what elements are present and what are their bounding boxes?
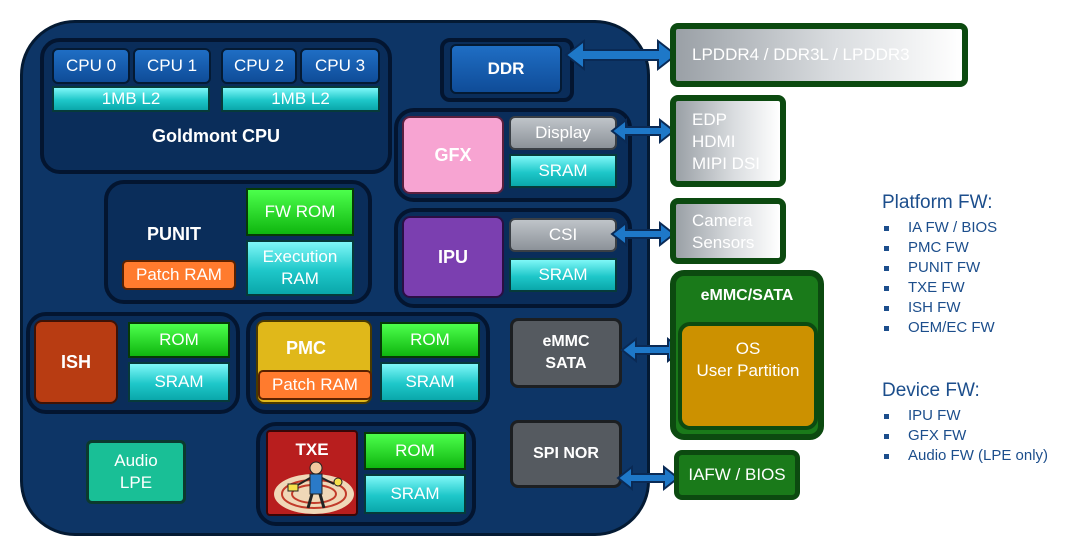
external-camera: Camera Sensors bbox=[670, 198, 786, 264]
display-edp: EDP bbox=[692, 110, 727, 129]
ddr-controller: DDR bbox=[450, 44, 562, 94]
list-item: Audio FW (LPE only) bbox=[882, 446, 1068, 466]
txe-logo-icon bbox=[274, 461, 354, 514]
pmc-label: PMC bbox=[286, 338, 326, 358]
l2-cache-0: 1MB L2 bbox=[52, 86, 210, 112]
pmc-sram: SRAM bbox=[380, 362, 480, 402]
cpu-2: CPU 2 bbox=[221, 48, 297, 84]
list-item: IA FW / BIOS bbox=[882, 218, 1068, 238]
cpu-0: CPU 0 bbox=[52, 48, 130, 84]
list-item: PUNIT FW bbox=[882, 258, 1068, 278]
gfx-sram: SRAM bbox=[509, 154, 617, 188]
ipu-sram: SRAM bbox=[509, 258, 617, 292]
txe-block bbox=[266, 430, 358, 516]
cpu-1: CPU 1 bbox=[133, 48, 211, 84]
txe-sram: SRAM bbox=[364, 474, 466, 514]
txe-label: TXE bbox=[295, 440, 329, 459]
list-item: GFX FW bbox=[882, 426, 1068, 446]
gfx-block: GFX bbox=[402, 116, 504, 194]
punit-patch-ram: Patch RAM bbox=[122, 260, 236, 290]
cpu-3: CPU 3 bbox=[300, 48, 380, 84]
os-line1: OS bbox=[735, 339, 761, 358]
list-item: IPU FW bbox=[882, 406, 1068, 426]
punit-execution-ram: Execution RAM bbox=[246, 240, 354, 296]
ish-block: ISH bbox=[34, 320, 118, 404]
audio-lpe-block: Audio LPE bbox=[86, 440, 186, 504]
ipu-block: IPU bbox=[402, 216, 504, 298]
camera-line2: Sensors bbox=[692, 233, 755, 252]
camera-line1: Camera bbox=[692, 211, 753, 230]
goldmont-cpu-label: Goldmont CPU bbox=[152, 126, 280, 146]
device-fw-list: IPU FW GFX FW Audio FW (LPE only) bbox=[882, 406, 1068, 466]
exec-ram-line1: Execution bbox=[262, 247, 338, 266]
storage-title: eMMC/SATA bbox=[700, 287, 794, 304]
emmc-line1: eMMC bbox=[542, 333, 590, 350]
audio-line2: LPE bbox=[119, 473, 153, 492]
external-memory: LPDDR4 / DDR3L / LPDDR3 bbox=[670, 23, 968, 87]
list-item: PMC FW bbox=[882, 238, 1068, 258]
ish-rom: ROM bbox=[128, 322, 230, 358]
firmware-legend: Platform FW: IA FW / BIOS PMC FW PUNIT F… bbox=[882, 192, 1068, 466]
external-iafw-bios: IAFW / BIOS bbox=[674, 450, 800, 500]
l2-cache-1: 1MB L2 bbox=[221, 86, 380, 112]
list-item: TXE FW bbox=[882, 278, 1068, 298]
ish-sram: SRAM bbox=[128, 362, 230, 402]
os-user-partition: OS User Partition bbox=[678, 322, 818, 430]
emmc-sata-controller: eMMC SATA bbox=[510, 318, 622, 388]
pmc-rom: ROM bbox=[380, 322, 480, 358]
audio-line1: Audio bbox=[114, 451, 158, 470]
punit-fw-rom: FW ROM bbox=[246, 188, 354, 236]
os-line2: User Partition bbox=[696, 361, 800, 380]
device-fw-title: Device FW: bbox=[882, 380, 980, 401]
list-item: ISH FW bbox=[882, 298, 1068, 318]
punit-label: PUNIT bbox=[147, 224, 201, 244]
display-engine: Display bbox=[509, 116, 617, 150]
pmc-patch-ram: Patch RAM bbox=[258, 370, 372, 400]
display-hdmi: HDMI bbox=[692, 132, 736, 151]
csi-interface: CSI bbox=[509, 218, 617, 252]
display-mipi-dsi: MIPI DSI bbox=[692, 154, 761, 173]
platform-fw-title: Platform FW: bbox=[882, 192, 993, 213]
platform-fw-list: IA FW / BIOS PMC FW PUNIT FW TXE FW ISH … bbox=[882, 218, 1068, 338]
txe-rom: ROM bbox=[364, 432, 466, 470]
spi-nor-controller: SPI NOR bbox=[510, 420, 622, 488]
exec-ram-line2: RAM bbox=[281, 269, 319, 288]
list-item: OEM/EC FW bbox=[882, 318, 1068, 338]
external-display: EDP HDMI MIPI DSI bbox=[670, 95, 786, 187]
emmc-line2: SATA bbox=[545, 355, 587, 372]
